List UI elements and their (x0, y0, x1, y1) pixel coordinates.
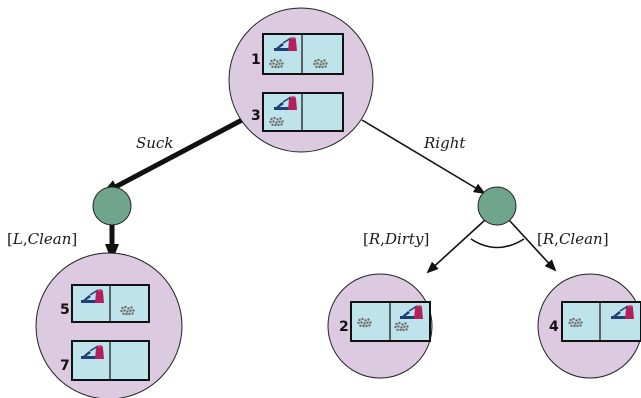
room-pair-4 (561, 301, 641, 342)
room-pair-1 (262, 33, 344, 75)
state-number-2: 2 (339, 319, 349, 335)
edge-right-clean (508, 219, 557, 272)
chance-node-right (477, 186, 517, 226)
outcome-label-left-clean: [L,Clean] (7, 230, 77, 248)
state-number-5: 5 (60, 302, 70, 318)
room-pair-2 (350, 301, 431, 342)
outcome-label-right-clean: [R,Clean] (537, 230, 609, 248)
chance-node-suck (92, 186, 132, 226)
edge-right-dirty (426, 219, 486, 274)
edge-right (361, 119, 486, 195)
state-number-7: 7 (60, 358, 70, 374)
room-pair-7 (71, 340, 150, 381)
edge-suck (100, 117, 244, 196)
room-pair-5 (71, 284, 150, 323)
action-label-suck: Suck (136, 134, 173, 152)
state-number-1: 1 (251, 52, 261, 68)
state-number-4: 4 (549, 319, 559, 335)
action-label-right: Right (423, 134, 466, 152)
outcome-label-right-dirty: [R,Dirty] (363, 230, 429, 248)
room-pair-3 (262, 92, 344, 132)
and-arc (470, 238, 525, 249)
state-number-3: 3 (251, 108, 261, 124)
